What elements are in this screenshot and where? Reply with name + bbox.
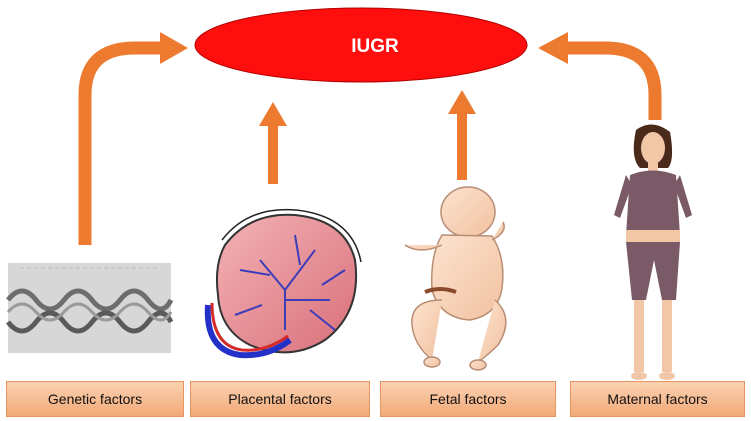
iugr-ellipse	[194, 7, 528, 83]
arrow-maternal	[568, 41, 662, 120]
placental-factors-box: Placental factors	[190, 381, 370, 417]
genetic-factors-box: Genetic factors	[6, 381, 184, 417]
maternal-factors-box: Maternal factors	[570, 381, 745, 417]
iugr-label: IUGR	[351, 36, 399, 57]
arrow-genetic	[78, 41, 162, 245]
mother-image	[614, 124, 692, 380]
arrow-fetal-shaft	[457, 112, 467, 180]
fetus-image	[404, 186, 507, 371]
genetic-factors-label: Genetic factors	[47, 391, 143, 407]
arrow-placental-shaft	[268, 124, 278, 184]
arrow-fetal-head	[448, 90, 476, 114]
arrow-placental-head	[259, 102, 287, 126]
fetal-factors-box: Fetal factors	[380, 381, 556, 417]
dna-gel-image	[6, 263, 174, 353]
placental-factors-label: Placental factors	[228, 391, 332, 407]
arrow-genetic-head	[160, 32, 188, 64]
placenta-image	[204, 208, 362, 359]
arrow-maternal-head	[538, 32, 568, 64]
fetal-factors-label: Fetal factors	[429, 391, 507, 407]
maternal-factors-label: Maternal factors	[607, 391, 708, 407]
umbilical-cord	[424, 287, 457, 294]
